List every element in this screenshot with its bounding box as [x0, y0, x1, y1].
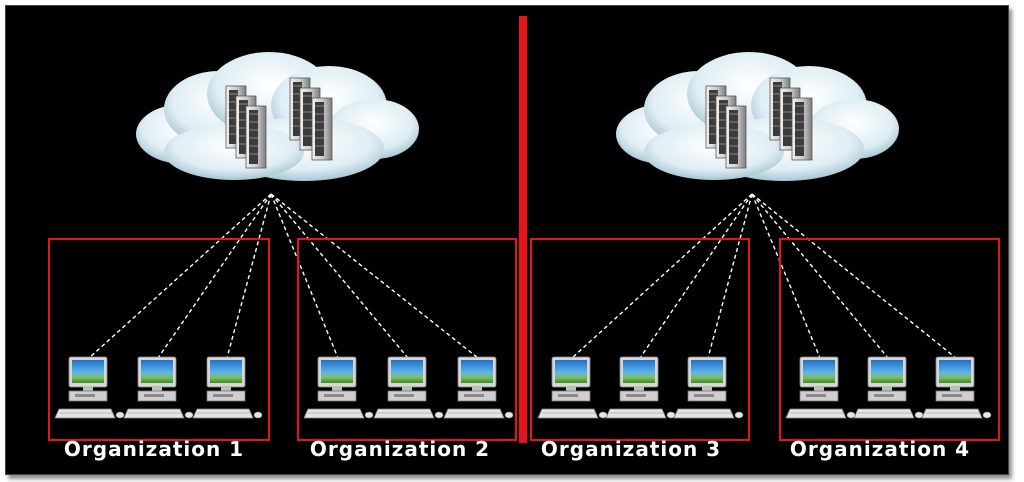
diagram-svg: [48, 16, 1000, 443]
diagram-canvas: [5, 5, 1009, 475]
workstation-icon: [54, 356, 125, 419]
network-link: [270, 193, 339, 359]
network-link: [707, 193, 753, 359]
network-link: [639, 193, 753, 359]
cloud-1: [136, 52, 419, 181]
network-link: [571, 193, 753, 359]
organization-box-4: [779, 238, 1000, 441]
organization-box-2: [297, 238, 517, 441]
organization-box-1: [48, 238, 270, 441]
server-icon: [311, 97, 333, 161]
server-icon: [725, 105, 747, 169]
server-icon: [245, 105, 267, 169]
workstation-icon: [373, 356, 444, 419]
workstation-icon: [303, 356, 374, 419]
workstation-icon: [123, 356, 194, 419]
workstation-icon: [785, 356, 856, 419]
network-link: [157, 193, 272, 359]
network-link: [226, 193, 272, 359]
organization-label-1: Organization 1: [63, 437, 245, 461]
network-link: [751, 193, 957, 359]
network-link: [270, 193, 479, 359]
divider-line: [519, 16, 527, 443]
network-link: [88, 193, 272, 359]
workstation-icon: [605, 356, 676, 419]
workstation-icon: [921, 356, 992, 419]
workstation-icon: [673, 356, 744, 419]
server-icon: [791, 97, 813, 161]
workstation-icon: [192, 356, 263, 419]
organization-label-4: Organization 4: [789, 437, 971, 461]
workstation-icon: [853, 356, 924, 419]
organization-label-2: Organization 2: [309, 437, 491, 461]
network-link: [270, 193, 409, 359]
workstation-icon: [537, 356, 608, 419]
organization-label-3: Organization 3: [540, 437, 722, 461]
network-link: [751, 193, 821, 359]
workstation-icon: [443, 356, 514, 419]
network-link: [751, 193, 889, 359]
organization-box-3: [530, 238, 750, 441]
cloud-2: [616, 52, 899, 181]
